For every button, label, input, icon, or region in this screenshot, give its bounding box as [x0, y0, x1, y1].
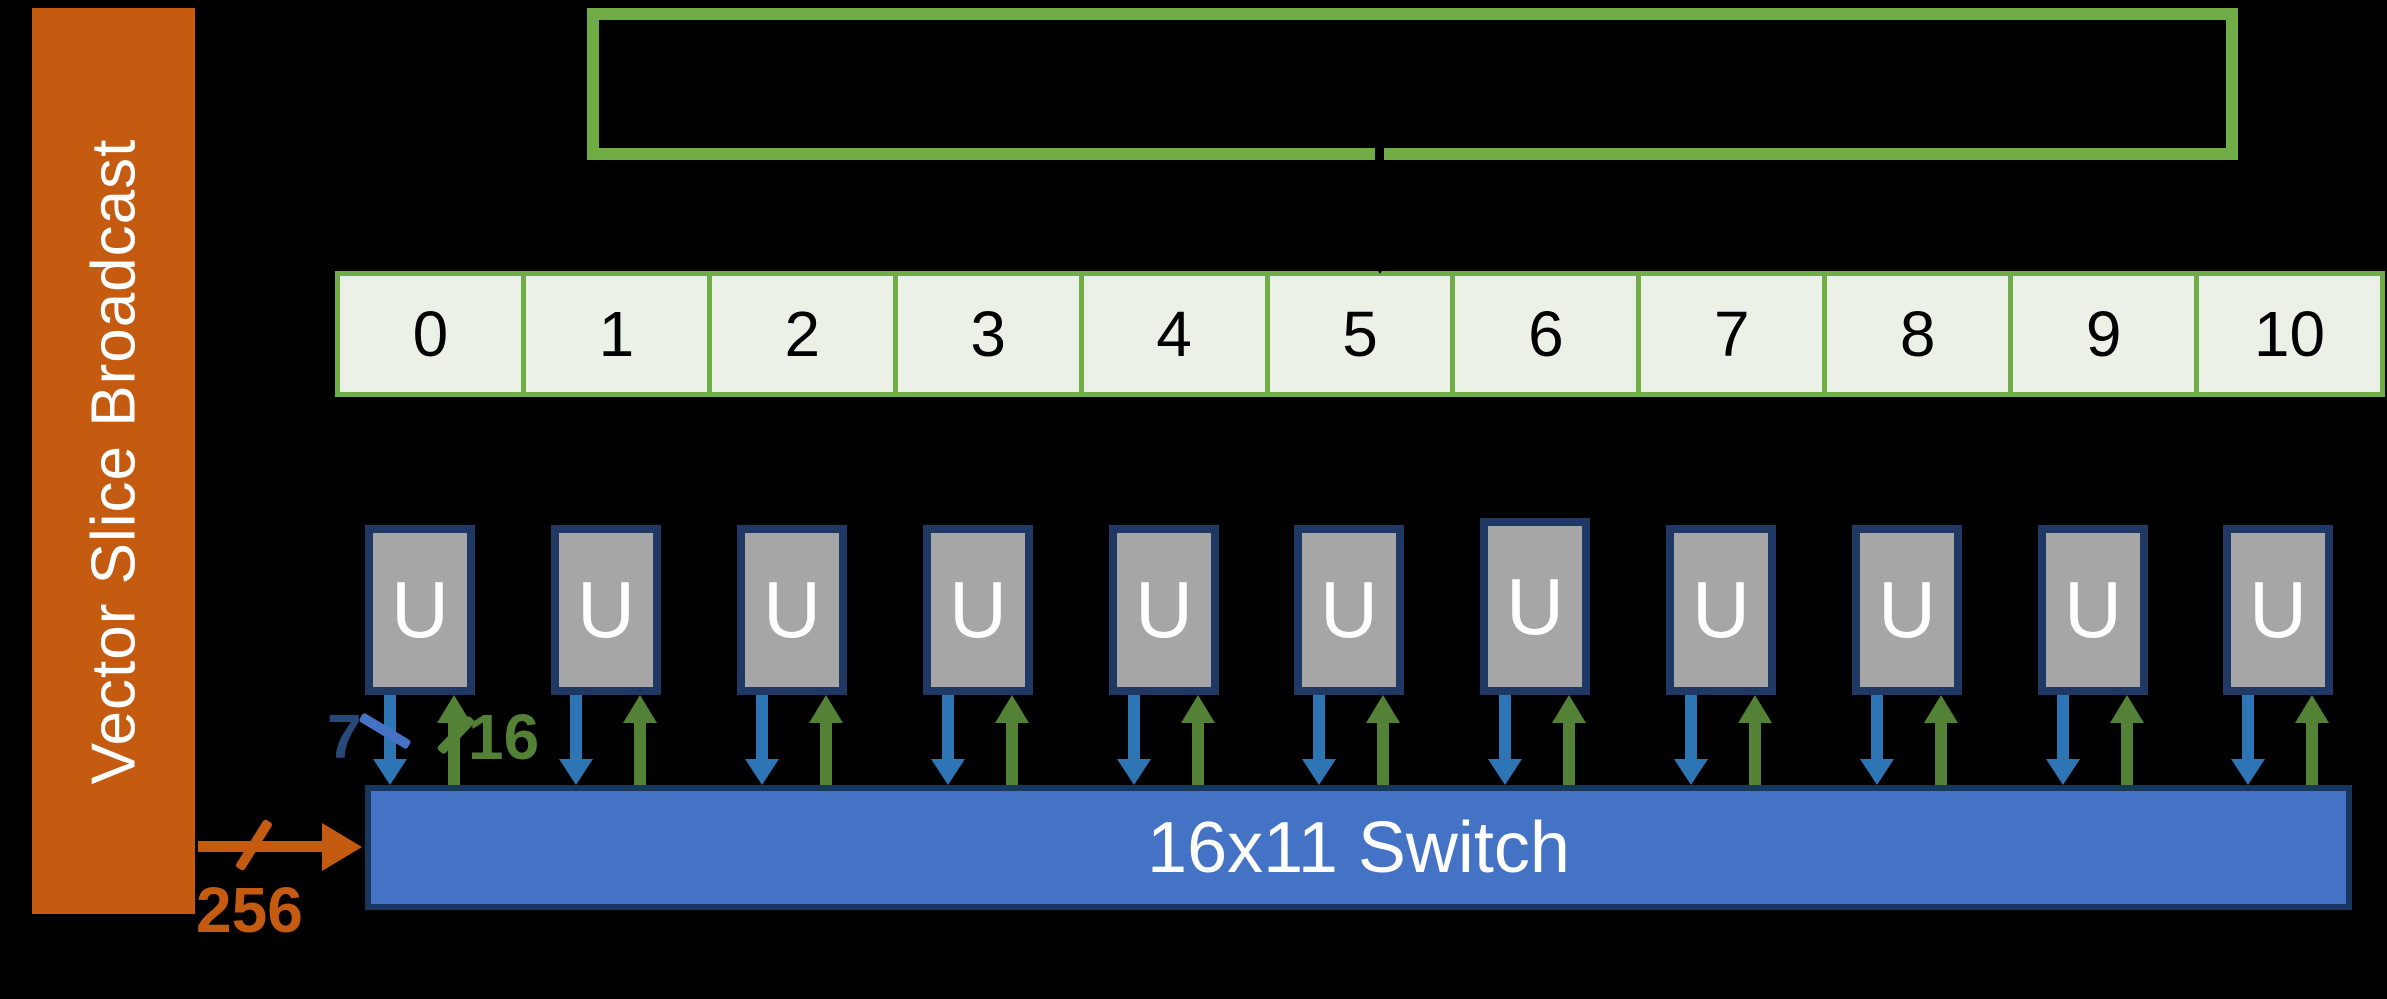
slice-cell-label: 3	[970, 298, 1006, 370]
unit-box: U	[1109, 525, 1219, 695]
unit-label: U	[1878, 565, 1936, 654]
unit-box: U	[1666, 525, 1776, 695]
slice-cell: 6	[1455, 276, 1637, 392]
down-arrow-icon	[1302, 695, 1336, 785]
slice-cell-label: 0	[412, 298, 449, 370]
slice-cell: 2	[711, 276, 893, 392]
up-arrow-icon	[2295, 695, 2329, 785]
up-bus-width-label: 16	[468, 701, 540, 773]
up-arrow-icon	[2110, 695, 2144, 785]
up-arrow-icon	[623, 695, 657, 785]
unit-box: U	[365, 525, 475, 695]
unit-box: U	[923, 525, 1033, 695]
vector-slice-broadcast-label: Vector Slice Broadcast	[79, 138, 149, 784]
up-arrow-icon	[1181, 695, 1215, 785]
slice-cell-label: 8	[1899, 298, 1936, 370]
broadcast-input-arrow	[198, 841, 330, 852]
up-arrow-icon	[995, 695, 1029, 785]
slice-cell: 0	[340, 276, 521, 392]
unit-column: U	[1294, 525, 1404, 785]
unit-label: U	[1135, 565, 1193, 654]
unit-box: U	[1480, 518, 1590, 695]
slice-index-row: 0 1 2 3 4 5 6 7 8 9 10	[335, 271, 2385, 397]
unit-column: U	[1852, 525, 1962, 785]
unit-column: U	[2038, 525, 2148, 785]
unit-label: U	[2249, 565, 2307, 654]
slice-cell-label: 4	[1156, 298, 1192, 370]
unit-box: U	[551, 525, 661, 695]
down-arrow-icon	[2231, 695, 2265, 785]
unit-column: U	[365, 525, 475, 785]
up-arrow-icon	[809, 695, 843, 785]
slice-cell-label: 1	[598, 298, 635, 370]
slice-cell-label: 6	[1528, 298, 1564, 370]
broadcast-register-box	[587, 8, 2238, 160]
unit-box: U	[2038, 525, 2148, 695]
up-arrow-icon	[1366, 695, 1400, 785]
slice-cell-label: 2	[784, 298, 821, 370]
slice-cell-label: 7	[1714, 298, 1750, 370]
down-arrow-icon	[373, 695, 407, 785]
slice-cell: 5	[1269, 276, 1451, 392]
up-arrow-icon	[1552, 695, 1586, 785]
broadcast-to-slices-arrow-head-icon	[1366, 250, 1394, 274]
unit-column: U	[551, 525, 661, 785]
unit-column: U	[2223, 525, 2333, 785]
up-arrow-icon	[1924, 695, 1958, 785]
unit-box: U	[1852, 525, 1962, 695]
vector-slice-broadcast-bar: Vector Slice Broadcast	[32, 8, 195, 914]
down-arrow-icon	[931, 695, 965, 785]
unit-label: U	[1506, 561, 1564, 651]
unit-column: U	[1109, 525, 1219, 785]
slice-cell: 7	[1641, 276, 1823, 392]
unit-label: U	[1692, 565, 1750, 654]
unit-label: U	[1320, 565, 1378, 654]
down-arrow-icon	[1860, 695, 1894, 785]
down-arrow-icon	[1117, 695, 1151, 785]
down-arrow-icon	[1674, 695, 1708, 785]
unit-column: U	[1666, 525, 1776, 785]
broadcast-bus-width-label: 256	[196, 874, 303, 946]
unit-box: U	[2223, 525, 2333, 695]
slice-cell-label: 10	[2253, 298, 2326, 370]
down-bus-width-label: 7	[327, 703, 362, 772]
slice-cell-label: 5	[1342, 298, 1378, 370]
switch-box: 16x11 Switch	[365, 785, 2352, 910]
slice-cell: 10	[2199, 276, 2380, 392]
down-arrow-icon	[2046, 695, 2080, 785]
unit-column: U	[737, 525, 847, 785]
unit-box: U	[1294, 525, 1404, 695]
unit-column: U	[1480, 518, 1590, 785]
unit-column: U	[923, 525, 1033, 785]
unit-label: U	[577, 565, 635, 654]
down-arrow-icon	[745, 695, 779, 785]
slice-cell-label: 9	[2085, 298, 2122, 370]
unit-label: U	[2064, 565, 2122, 654]
down-arrow-icon	[1488, 695, 1522, 785]
broadcast-to-slices-arrow	[1375, 118, 1384, 252]
unit-label: U	[763, 565, 821, 654]
switch-label: 16x11 Switch	[1147, 807, 1570, 888]
down-arrow-icon	[559, 695, 593, 785]
slice-cell: 9	[2013, 276, 2195, 392]
unit-box: U	[737, 525, 847, 695]
broadcast-input-arrow-head-icon	[322, 823, 362, 871]
unit-label: U	[949, 565, 1007, 654]
slice-cell: 4	[1083, 276, 1265, 392]
slice-cell: 3	[897, 276, 1079, 392]
slice-cell: 8	[1827, 276, 2009, 392]
unit-label: U	[391, 565, 449, 654]
slice-cell: 1	[525, 276, 707, 392]
up-arrow-icon	[1738, 695, 1772, 785]
